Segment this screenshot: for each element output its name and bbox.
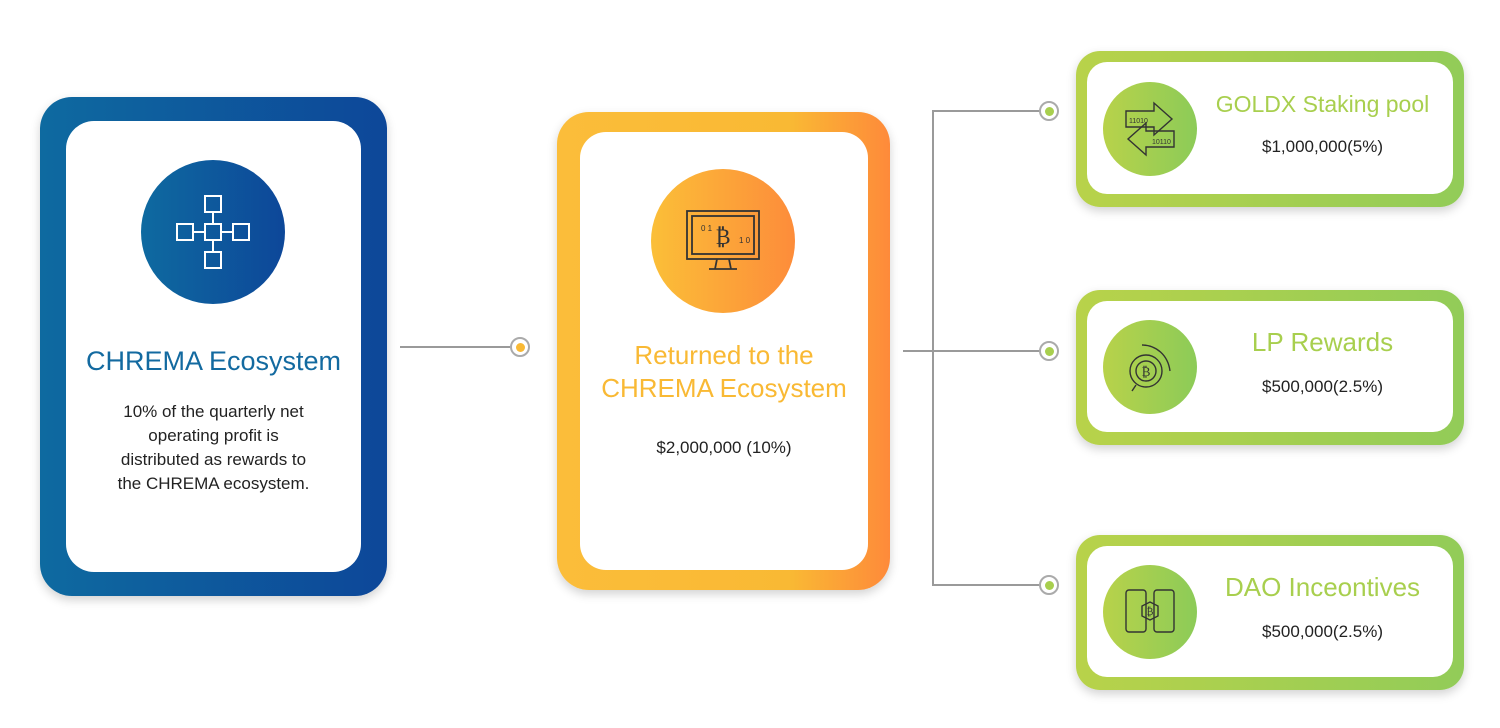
svg-text:11010: 11010: [1129, 118, 1148, 125]
svg-text:₿: ₿: [1142, 365, 1151, 380]
target-title: GOLDX Staking pool: [1215, 91, 1430, 117]
connector-line: [932, 111, 934, 586]
center-title-line: CHREMA Ecosystem: [601, 373, 847, 403]
target-value: $500,000(2.5%): [1262, 622, 1383, 641]
target-title: DAO Inceontives: [1224, 572, 1421, 602]
connector-line: [932, 584, 1040, 586]
description-line: operating profit is: [148, 426, 279, 445]
connector-dot: [1039, 101, 1059, 121]
description-line: the CHREMA ecosystem.: [117, 474, 310, 493]
network-nodes-icon: [141, 160, 285, 304]
svg-text:₿: ₿: [1147, 606, 1154, 618]
connector-line: [400, 346, 510, 348]
center-value: $2,000,000 (10%): [656, 438, 792, 457]
connector-line: [903, 350, 1040, 352]
description-line: distributed as rewards to: [120, 450, 307, 469]
center-title-line: Returned to the: [634, 340, 814, 370]
description-line: 10% of the quarterly net: [123, 402, 304, 421]
center-title: Returned to the CHREMA Ecosystem: [580, 339, 868, 405]
target-value: $500,000(2.5%): [1262, 377, 1383, 396]
svg-text:10110: 10110: [1152, 139, 1171, 146]
target-title: LP Rewards: [1251, 327, 1394, 357]
source-title: CHREMA Ecosystem: [85, 346, 342, 376]
svg-text:₿: ₿: [715, 225, 730, 250]
connector-dot: [510, 337, 530, 357]
connector-dot: [1039, 575, 1059, 595]
source-description: 10% of the quarterly net operating profi…: [66, 400, 361, 496]
target-value: $1,000,000(5%): [1262, 137, 1383, 156]
connector-line: [932, 110, 1040, 112]
bitcoin-monitor-icon: ₿ 0 1 1 0: [651, 169, 795, 313]
bitcoin-mining-icon: ₿: [1103, 320, 1197, 414]
binary-exchange-arrows-icon: 11010 10110: [1103, 82, 1197, 176]
svg-text:0 1: 0 1: [701, 224, 713, 233]
connector-dot: [1039, 341, 1059, 361]
svg-text:1 0: 1 0: [739, 236, 751, 245]
phone-bitcoin-transfer-icon: ₿: [1103, 565, 1197, 659]
